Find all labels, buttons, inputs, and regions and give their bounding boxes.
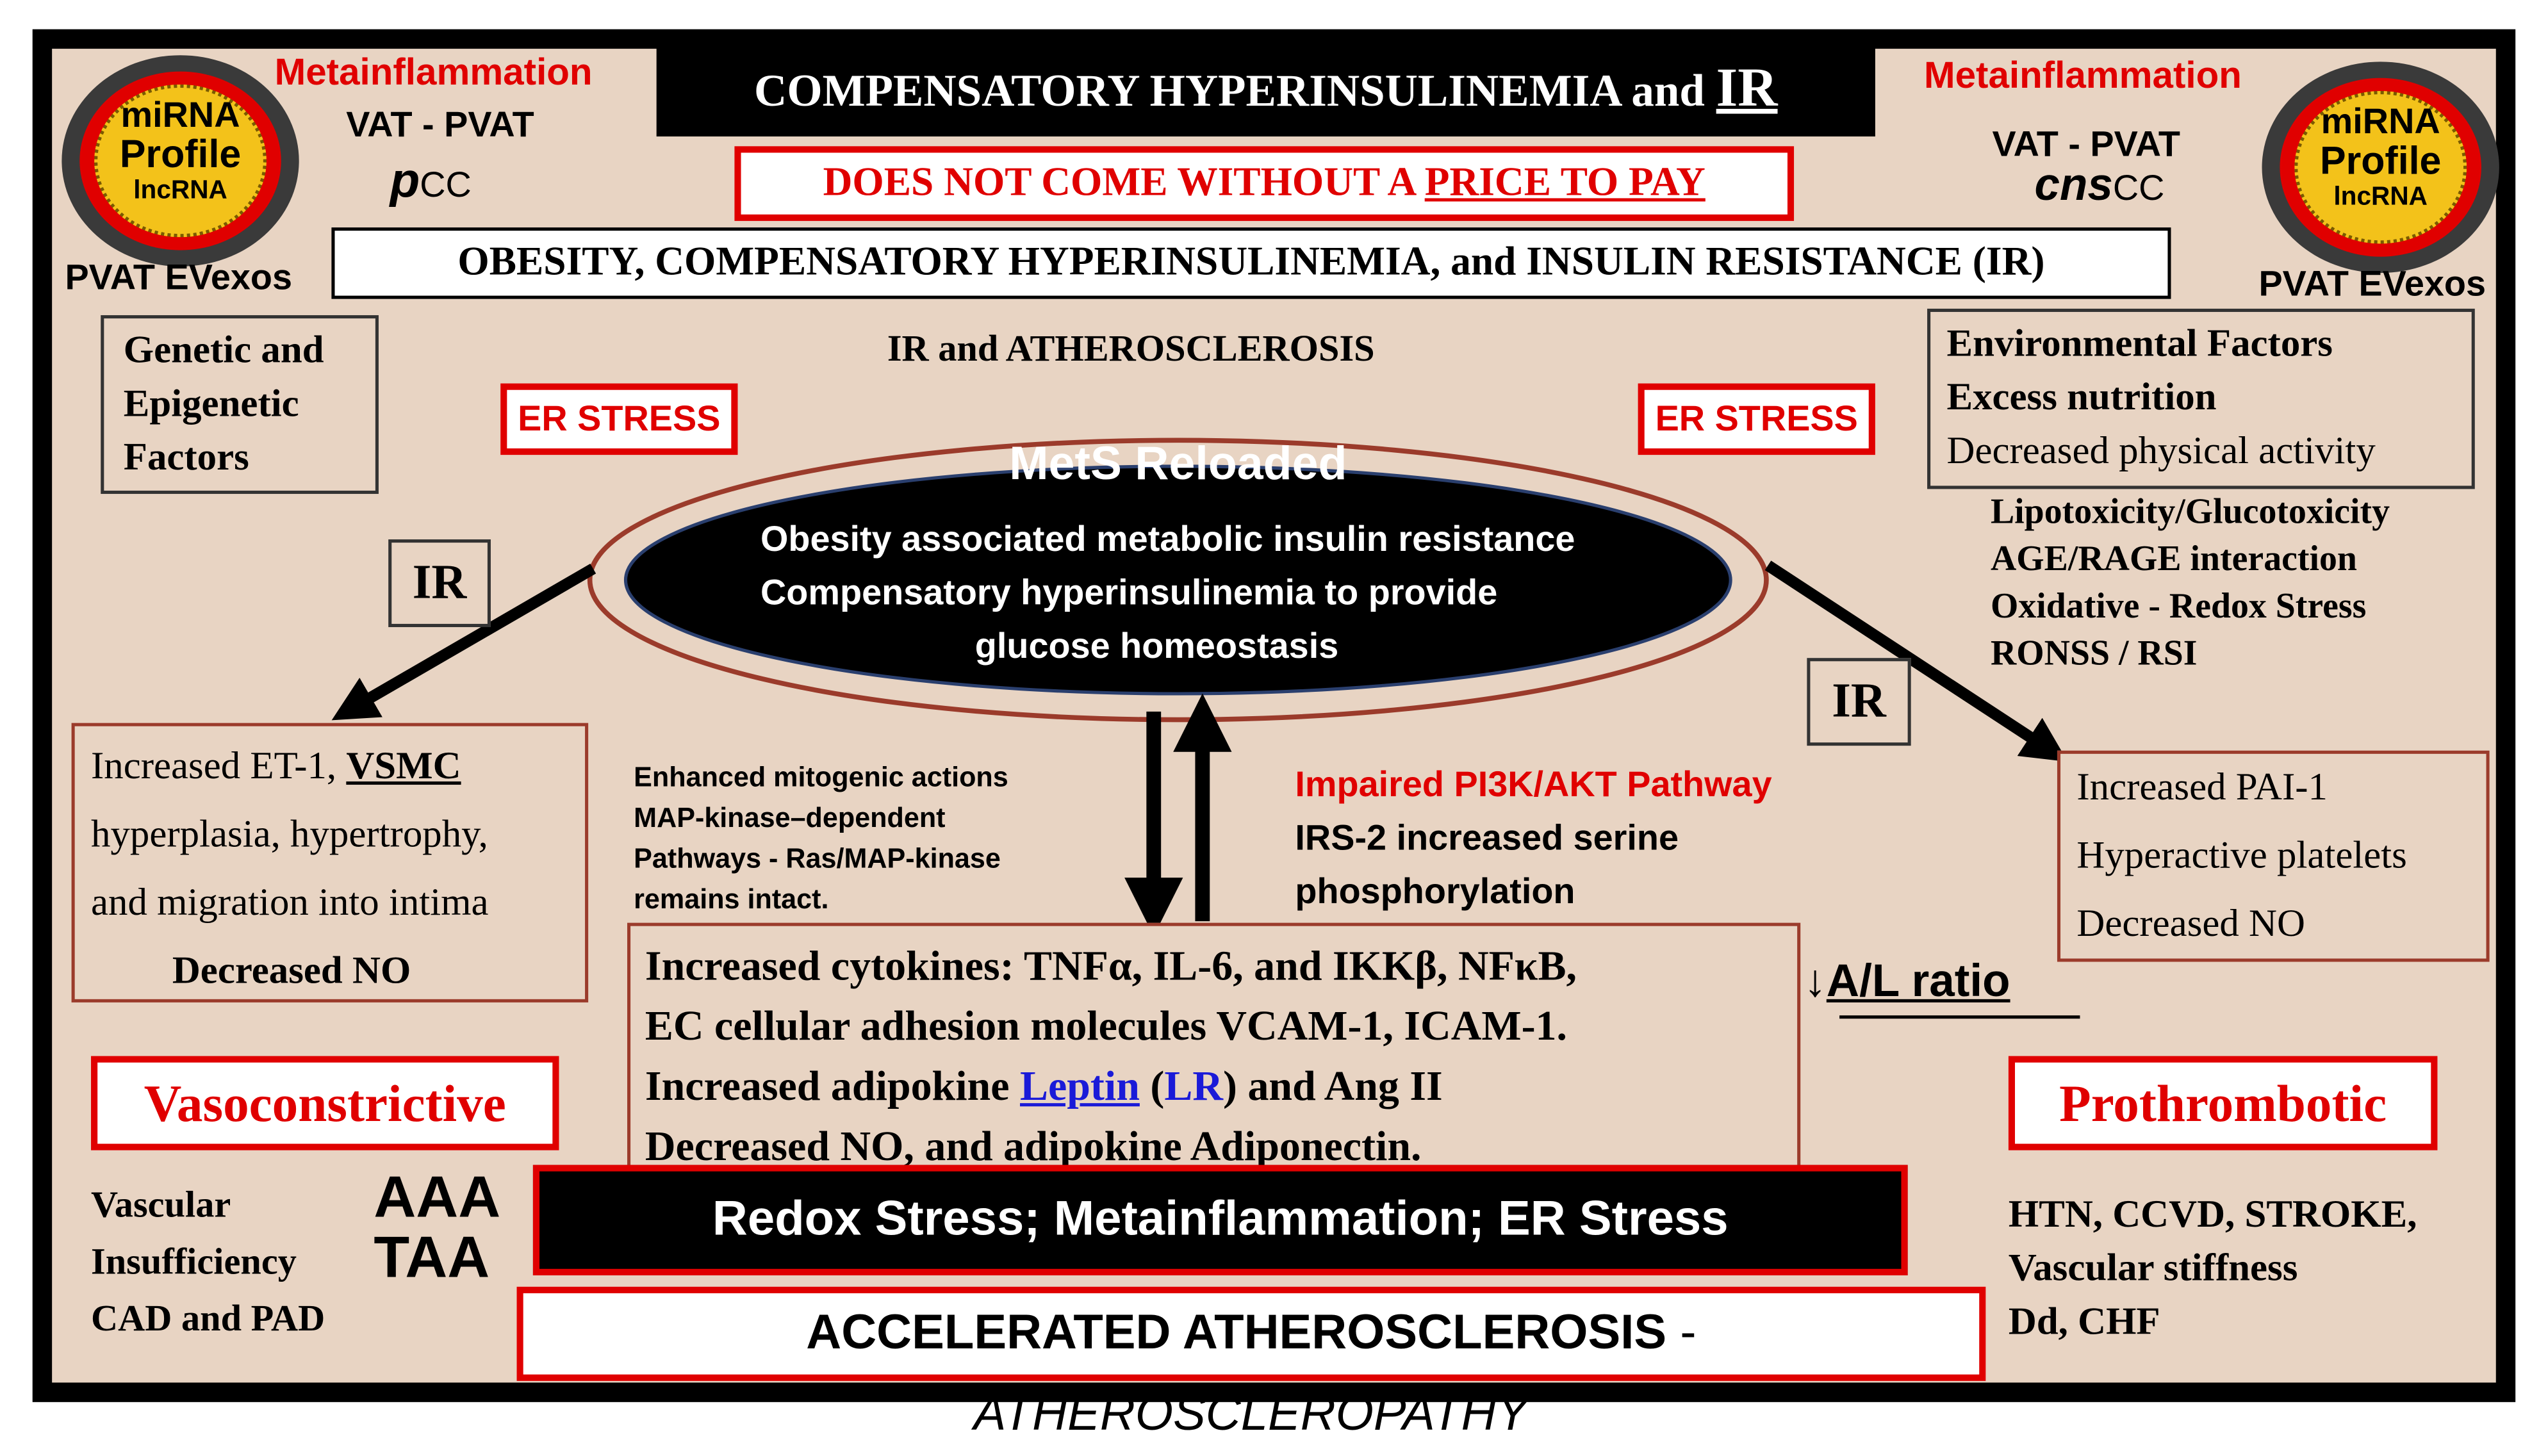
left-cc-label: pCC: [390, 154, 472, 208]
cytokines-box: Increased cytokines: TNFα, IL-6, and IKK…: [627, 922, 1801, 1183]
left-vat-pvat: VAT - PVAT: [346, 104, 534, 145]
environmental-factors-box: Environmental Factors Excess nutrition D…: [1927, 308, 2475, 489]
section-title: IR and ATHEROSCLEROSIS: [887, 328, 1375, 369]
ir-left-arrow: [331, 564, 596, 721]
mets-title: MetS Reloaded: [1009, 438, 1347, 491]
ir-label-right: IR: [1807, 658, 1911, 746]
prothrombotic-box: Prothrombotic: [2008, 1056, 2438, 1150]
accelerated-atherosclerosis-box: ACCELERATED ATHEROSCLEROSIS - ATHEROSCLE…: [516, 1286, 1986, 1441]
left-mirna-badge: miRNA Profile lncRNA: [62, 55, 299, 266]
right-vat-pvat: VAT - PVAT: [1992, 123, 2180, 165]
mets-description: Obesity associated metabolic insulin res…: [760, 518, 1575, 666]
al-ratio: ↓A/L ratio: [1804, 955, 2010, 1006]
left-lncrna-label: lncRNA: [133, 177, 227, 205]
mitogenic-text: Enhanced mitogenic actions MAP-kinase–de…: [634, 762, 1008, 915]
right-effect-box: Increased PAI-1 Hyperactive platelets De…: [2057, 750, 2490, 962]
er-stress-right: ER STRESS: [1638, 383, 1875, 455]
left-metainflammation: Metainflammation: [274, 50, 593, 93]
vasoconstrictive-box: Vasoconstrictive: [91, 1056, 559, 1150]
ir-label-left: IR: [388, 539, 491, 628]
al-ratio-underline: [1839, 1015, 2080, 1019]
left-mirna-label: miRNA: [120, 94, 240, 135]
right-profile-label: Profile: [2319, 140, 2442, 184]
genetic-factors-box: Genetic and Epigenetic Factors: [101, 315, 379, 495]
redox-stress-bar: Redox Stress; Metainflammation; ER Stres…: [532, 1165, 1908, 1275]
ir-right-arrow: [1764, 560, 2068, 762]
vascular-list: Vascular Insufficiency CAD and PAD: [91, 1184, 325, 1339]
pi3k-text: Impaired PI3K/AKT Pathway IRS-2 increase…: [1295, 764, 1772, 912]
aneurysm-labels: AAA TAA: [374, 1163, 501, 1290]
er-stress-left: ER STRESS: [500, 383, 738, 455]
right-evexos: PVAT EVexos: [2258, 263, 2486, 304]
outcomes-list: HTN, CCVD, STROKE, Vascular stiffness Dd…: [2008, 1194, 2417, 1344]
left-evexos: PVAT EVexos: [65, 256, 293, 298]
right-lncrna-label: lncRNA: [2333, 183, 2428, 211]
main-title: COMPENSATORY HYPERINSULINEMIA and IR: [656, 42, 1875, 137]
stress-list: Lipotoxicity/Glucotoxicity AGE/RAGE inte…: [1990, 490, 2390, 673]
right-mirna-label: miRNA: [2321, 101, 2440, 142]
left-effect-box: Increased ET-1, VSMC hyperplasia, hypert…: [71, 723, 589, 1002]
right-mirna-badge: miRNA Profile lncRNA: [2262, 61, 2499, 274]
left-profile-label: Profile: [119, 133, 242, 177]
right-cc-label: cnsCC: [2034, 159, 2165, 210]
right-metainflammation: Metainflammation: [1923, 53, 2242, 96]
price-banner: DOES NOT COME WITHOUT A PRICE TO PAY: [734, 146, 1795, 221]
subtitle-box: OBESITY, COMPENSATORY HYPERINSULINEMIA, …: [331, 227, 2171, 299]
